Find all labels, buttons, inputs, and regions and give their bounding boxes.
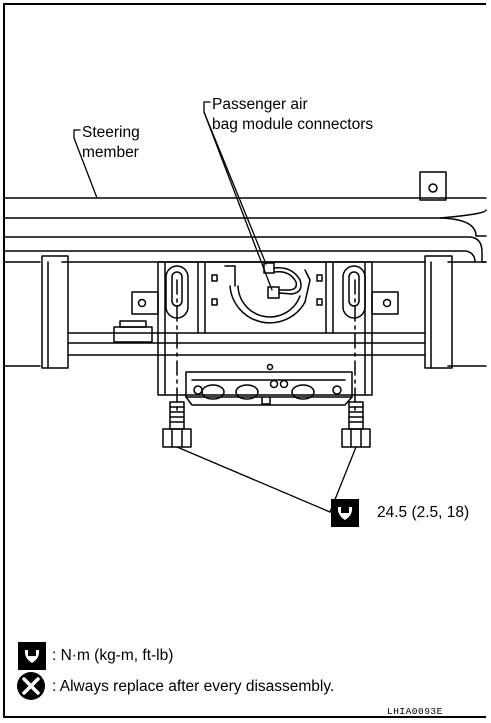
passenger-airbag-label-line2: bag module connectors xyxy=(212,116,374,133)
side-posts xyxy=(41,255,453,369)
steering-member-label-line1: Steering xyxy=(82,124,140,141)
steering-member-label-line2: member xyxy=(82,144,139,161)
torque-value-label: 24.5 (2.5, 18) xyxy=(377,504,470,521)
lower-frame xyxy=(4,236,487,367)
torque-wrench-icon xyxy=(331,499,359,527)
legend-torque-unit: : N·m (kg-m, ft-lb) xyxy=(52,647,174,664)
figure-code: LHIA0093E xyxy=(387,706,443,717)
steering-member xyxy=(4,197,487,237)
legend-replace-note: : Always replace after every disassembly… xyxy=(52,678,335,695)
diagram-frame xyxy=(3,3,486,718)
airbag-connectors xyxy=(263,262,302,299)
bolt-left xyxy=(162,401,192,448)
legend-torque-wrench-icon xyxy=(18,642,46,670)
lower-plate xyxy=(185,363,353,406)
bolt-alignment-lines xyxy=(176,279,356,413)
module-bracket xyxy=(157,261,373,396)
bolt-right xyxy=(341,401,371,448)
top-bracket xyxy=(419,171,447,201)
leader-lines xyxy=(73,101,357,513)
passenger-airbag-label-line1: Passenger air xyxy=(212,96,308,113)
replace-parts-icon xyxy=(17,672,45,700)
rail-clip xyxy=(113,320,153,343)
